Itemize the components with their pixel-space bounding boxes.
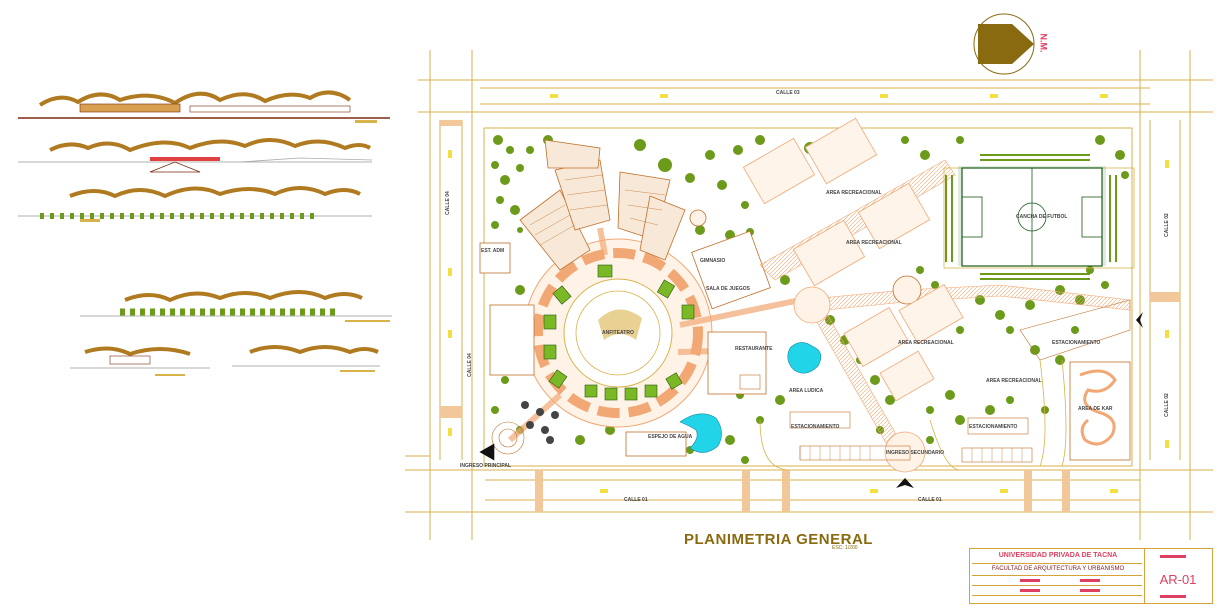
- water-mirror: [679, 413, 722, 453]
- pool-water: [787, 342, 822, 374]
- lane-markings: [448, 94, 1169, 493]
- access-road-right: [759, 359, 1067, 471]
- south-entrance-arrow: [896, 478, 914, 488]
- site-boundary: [483, 127, 1133, 467]
- amphitheater-complex: [479, 139, 801, 443]
- site-sections: [18, 90, 392, 376]
- road-network: [405, 50, 1213, 540]
- main-entrance-plaza: [479, 401, 559, 461]
- sports-courts: [742, 117, 964, 402]
- north-arrow-icon: [973, 13, 1035, 75]
- water-mirror-building: [625, 431, 687, 457]
- parking-stripes: [799, 446, 1023, 462]
- crosswalks: [440, 120, 1180, 512]
- football-field: [943, 154, 1135, 280]
- kart-track: [1069, 361, 1131, 461]
- east-entrance-arrow: [1136, 312, 1143, 328]
